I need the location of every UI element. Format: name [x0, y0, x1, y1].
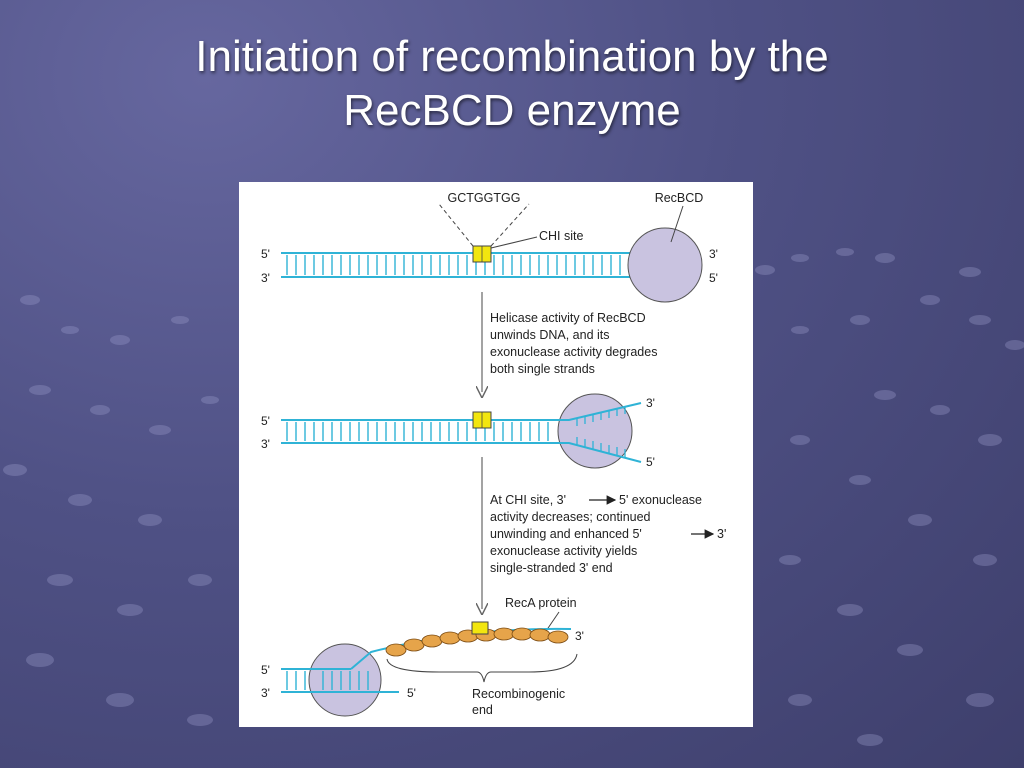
step1-recbcd-enzyme — [627, 227, 703, 303]
step1-dsdna — [281, 252, 631, 278]
step2-dsdna — [281, 419, 569, 444]
step2-top-right-end: 3' — [646, 396, 655, 410]
arrow2-line2: activity decreases; continued — [490, 510, 651, 524]
arrow1-text-line: exonuclease activity degrades — [490, 345, 657, 359]
recombinogenic-end-bracket — [386, 653, 578, 683]
arrow1-text-line: both single strands — [490, 362, 595, 376]
step2-recbcd-enzyme — [557, 393, 633, 469]
step2-bottom-left-end: 3' — [261, 437, 270, 451]
arrow2-description: At CHI site, 3' 5' exonuclease activity … — [490, 493, 726, 575]
step3-top-left-end: 5' — [261, 663, 270, 677]
reca-protein-label: RecA protein — [505, 596, 577, 610]
slide-title: Initiation of recombination by the RecBC… — [195, 32, 829, 135]
step1-bottom-right-end: 5' — [709, 271, 718, 285]
arrow2-line1-prefix: At CHI site, 3' — [490, 493, 566, 507]
recbcd-pointer — [670, 205, 684, 243]
recombinogenic-label-line1: Recombinogenic — [472, 687, 565, 701]
chi-sequence: GCTGGTGG — [448, 191, 521, 205]
step3-chi-site-box — [471, 621, 489, 635]
arrow2-line4: exonuclease activity yields — [490, 544, 637, 558]
step1-top-left-end: 5' — [261, 247, 270, 261]
sequence-callout-right — [490, 203, 530, 247]
arrow1-text-line: unwinds DNA, and its — [490, 328, 610, 342]
step1-top-right-end: 3' — [709, 247, 718, 261]
step1-bottom-left-end: 3' — [261, 271, 270, 285]
step3-recbcd-enzyme — [308, 643, 382, 717]
arrow2-line1-suffix: 5' exonuclease — [619, 493, 702, 507]
step3-tail-end: 3' — [575, 629, 584, 643]
step2-top-left-end: 5' — [261, 414, 270, 428]
step3-bottom-strand-end: 5' — [407, 686, 416, 700]
arrow2-line3-suffix: 3' — [717, 527, 726, 541]
arrow2-line3-prefix: unwinding and enhanced 5' — [490, 527, 642, 541]
step3-duplex-ticks-inside — [322, 671, 369, 690]
chi-site-label: CHI site — [539, 229, 584, 243]
arrow1-text-line: Helicase activity of RecBCD — [490, 311, 646, 325]
step1-base-pairs — [286, 255, 621, 275]
recbcd-label: RecBCD — [655, 191, 704, 205]
chi-site-pointer — [490, 236, 538, 249]
arrow1-description: Helicase activity of RecBCD unwinds DNA,… — [490, 311, 657, 376]
arrow2-line5: single-stranded 3' end — [490, 561, 613, 575]
sequence-callout-left — [438, 203, 474, 247]
step2-fork-teeth — [576, 406, 626, 457]
step2-bottom-right-end: 5' — [646, 455, 655, 469]
step3-bottom-left-end: 3' — [261, 686, 270, 700]
step2-base-pairs — [286, 422, 549, 441]
recbcd-figure: GCTGGTGG CHI site RecBCD 5' 3' 3' 5' Hel… — [239, 182, 753, 727]
recombinogenic-label-line2: end — [472, 703, 493, 717]
